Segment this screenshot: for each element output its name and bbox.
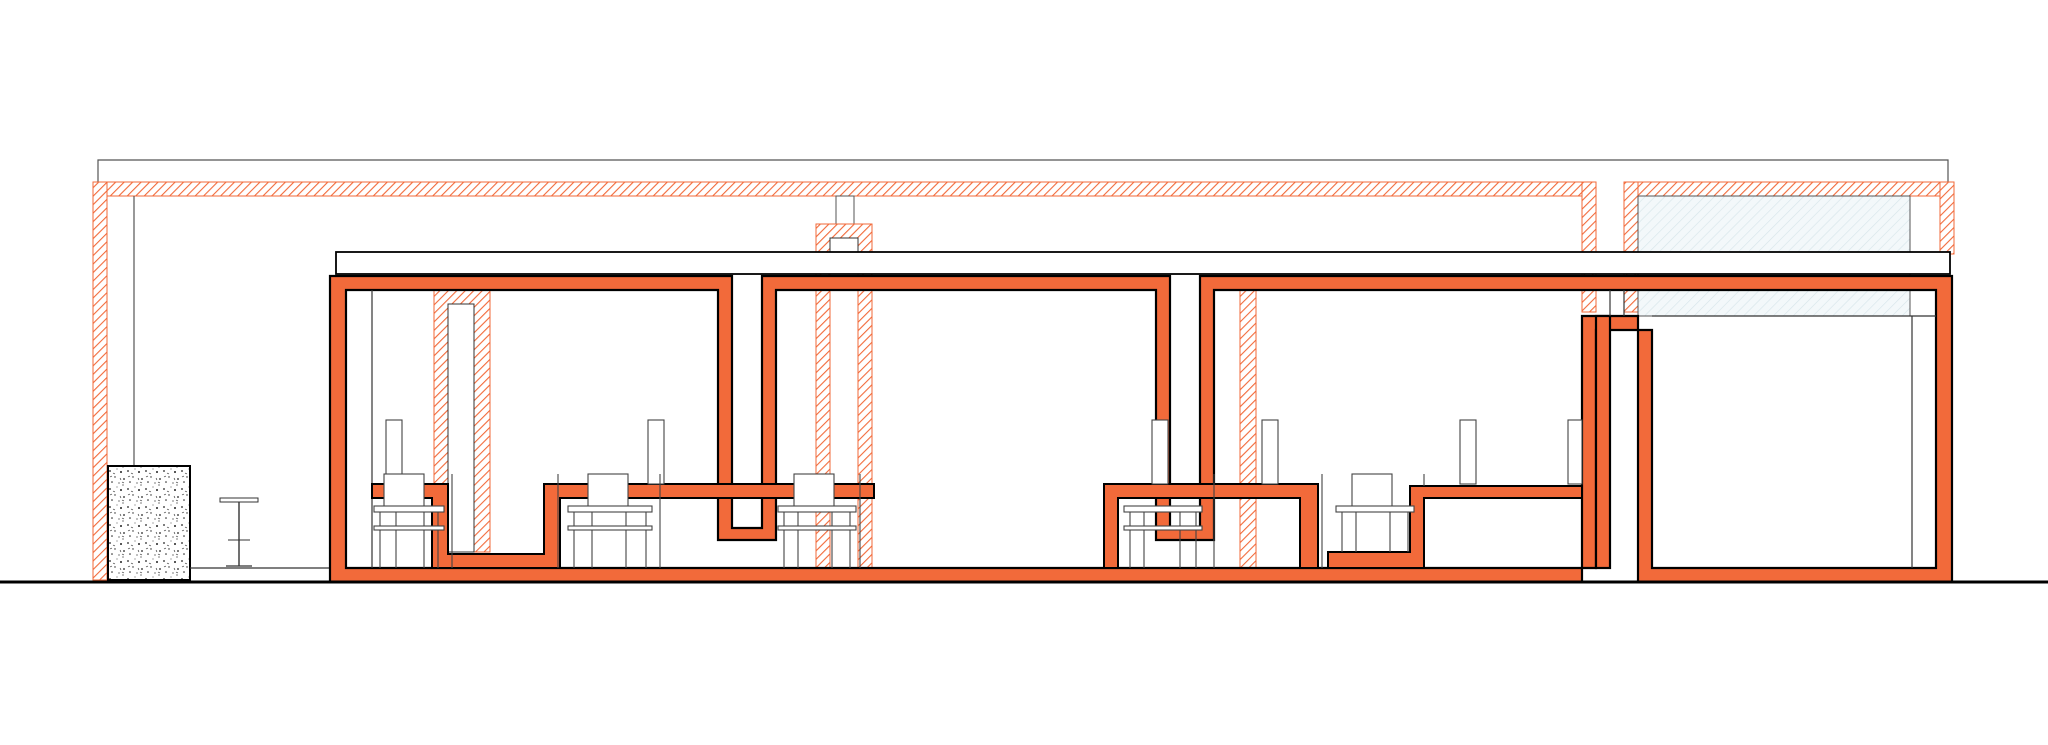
dining-set-4 [1123, 419, 1215, 568]
hatched-roof-beam-right [1623, 181, 1955, 197]
dining-set-5 [1261, 419, 1279, 485]
hatched-column-right-a [1581, 181, 1597, 313]
counter-right [1327, 485, 1583, 569]
cut-wall-segment [1594, 314, 1612, 570]
furniture [373, 419, 1583, 568]
dining-set-3 [777, 473, 861, 568]
hatched-column-left [92, 181, 108, 581]
section-cut-envelope [328, 274, 1954, 584]
hatched-column-right-center [1239, 289, 1257, 569]
banquette-center [1103, 483, 1319, 569]
section-cut [328, 274, 1954, 584]
hatched-column-far-right [1939, 181, 1955, 255]
interior-counters [371, 483, 1583, 569]
stone-plinth [107, 465, 191, 581]
roof-outline-line [97, 159, 1949, 182]
hatched-column-center-a [815, 253, 831, 569]
canopy-fascia [335, 251, 1951, 275]
bar-stool [219, 497, 259, 567]
dining-set-1 [373, 419, 453, 568]
dining-set-6 [1321, 473, 1425, 568]
vent-pipe [835, 195, 855, 225]
exterior-elements [107, 465, 332, 581]
hatched-roof-beam-left [92, 181, 1597, 197]
hatched-column-right-b [1623, 181, 1639, 313]
dining-set-2 [557, 419, 665, 568]
interior-lines [371, 290, 1936, 568]
dining-set-7 [1459, 419, 1583, 485]
